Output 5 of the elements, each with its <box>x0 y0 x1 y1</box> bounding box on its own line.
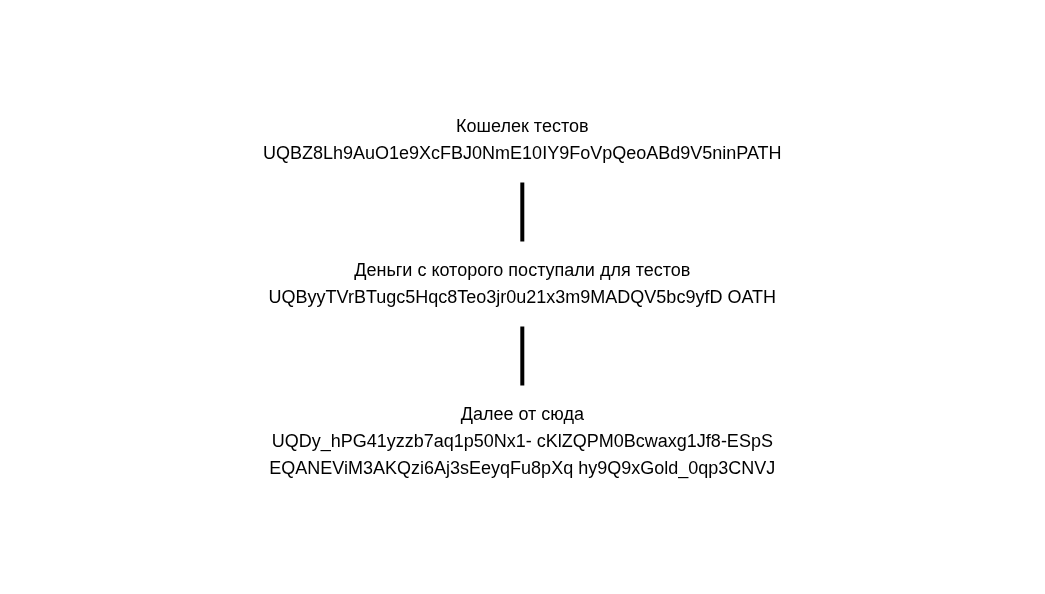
connector <box>520 181 525 242</box>
connector <box>520 325 525 386</box>
node-text: Далее от сюда UQDy_hPG41yzzb7aq1p50Nx1- cKlZQPM0Bcwaxg1Jf8-ESpS EQANEViM3AKQzi6Aj3sEeyqFu8pXq hy9Q9xGold_0qp3CNVJ <box>269 403 776 478</box>
node-text: Кошелек тестов UQBZ8Lh9AuO1e9XcFBJ0NmE10IY9FoVpQeoABd9V5ninPATH <box>263 115 782 163</box>
node-text: Деньги с которого поступали для тестов UQByyTVrBTugc5Hqc8Teo3jr0u21x3m9MADQV5bc9yfD OATH <box>268 259 777 307</box>
